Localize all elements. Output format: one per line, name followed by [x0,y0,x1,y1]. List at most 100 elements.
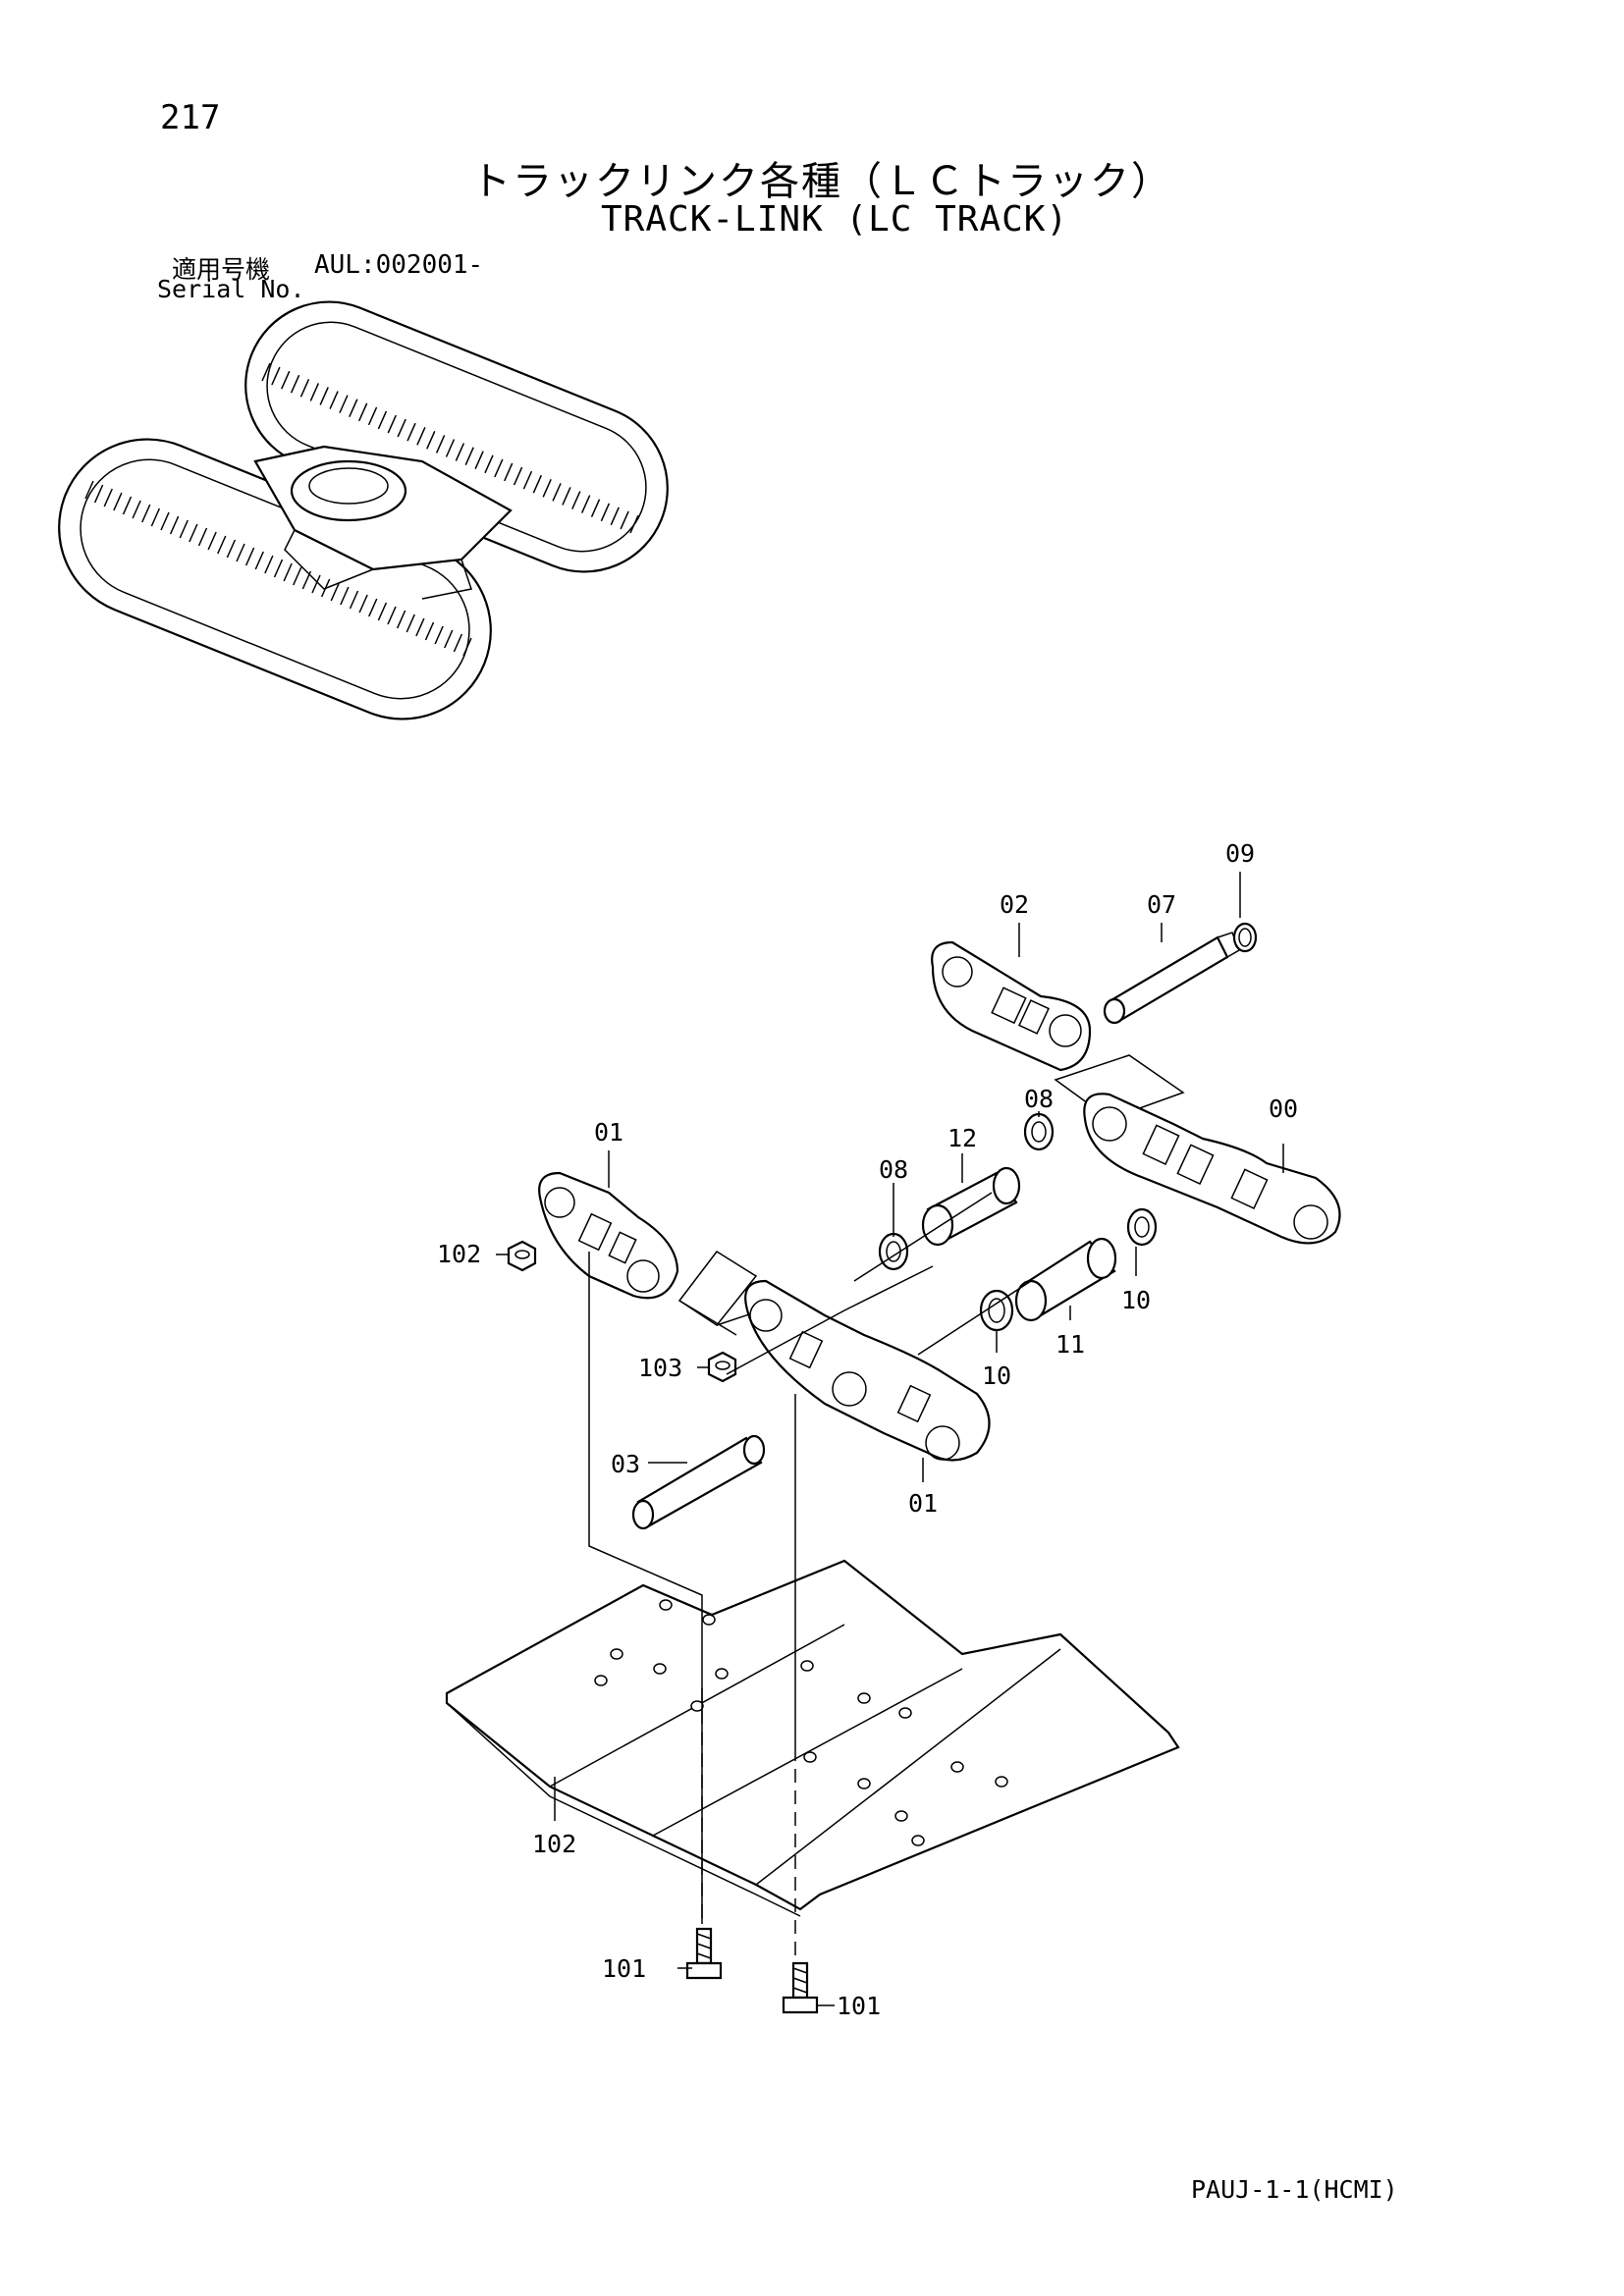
tread-line [357,402,368,422]
tread-line [93,484,104,504]
tread-line [455,443,465,461]
tread-line [397,418,406,438]
tread-line [264,555,274,574]
callout-103: 102 [532,1830,576,1858]
tread-line [160,511,170,531]
tread-line [387,414,397,434]
serial-label-japanese: 適用号機 [172,255,271,284]
bolt-hole [857,1778,871,1789]
bolt-hole [659,1599,673,1611]
tread-line [319,387,329,405]
callout-10-left: 10 [982,1362,1011,1390]
tread-line [562,487,571,506]
tread-line [580,495,591,513]
bolt-hole [995,1776,1008,1788]
tread-line [522,470,533,490]
tread-line [415,617,425,637]
title-japanese: トラックリンク各種（ＬＣトラック） [471,159,1172,204]
tread-line [416,426,426,446]
tread-line [396,610,406,629]
callout-01-upper: 01 [594,1118,623,1147]
callout-08-upper: 08 [1024,1085,1054,1113]
callout-02: 02 [1000,890,1029,919]
bolt-hole [594,1675,608,1686]
bolt-hole [702,1614,716,1626]
callout-11: 11 [1056,1330,1085,1359]
tread-line [474,451,484,470]
tread-line [358,594,368,614]
tread-line [387,606,397,625]
tread-line [406,422,416,442]
callout-102-left: 102 [437,1240,481,1268]
part-08-seal-upper [1023,1112,1055,1151]
tread-line [283,562,293,582]
tread-line [532,474,543,494]
tread-line [484,454,494,474]
tread-line [293,566,302,586]
tread-line [464,447,474,465]
tread-line [434,625,444,645]
tread-line [513,466,523,486]
tread-line [281,370,291,390]
tread-line [179,519,189,539]
tread-line [444,629,454,649]
tread-line [620,510,629,530]
part-102-nut-left [507,1240,537,1272]
tread-line [406,614,415,633]
page-number: 217 [160,98,221,137]
tread-line [552,483,562,502]
title-english: TRACK-LINK (LC TRACK) [601,199,1069,240]
tread-line [290,374,300,394]
bolt-hole [894,1810,908,1822]
tread-line [330,582,340,602]
tread-line [309,383,320,401]
tread-line [349,590,359,610]
callout-labels: 02 07 09 08 12 08 00 01 102 103 03 01 10… [437,839,1298,2020]
callout-10-right: 10 [1121,1286,1151,1314]
tread-line [217,535,227,555]
tread-line [629,514,639,534]
tread-line [299,379,310,398]
tread-line [254,551,264,570]
part-101-bolt-right [782,1961,819,2014]
bolt-hole [653,1663,667,1675]
callout-03: 03 [611,1450,640,1478]
bolt-hole [690,1700,704,1712]
tread-line [368,598,378,617]
tread-line [571,491,581,509]
tread-line [349,399,358,418]
serial-label-english: Serial No. [157,275,305,303]
tread-line [150,507,161,527]
callout-07: 07 [1147,890,1176,919]
tread-line [236,543,245,562]
part-08-seal-lower [878,1232,909,1271]
tread-line [141,504,151,523]
bolt-hole [857,1692,871,1704]
tread-line [113,492,123,511]
tread-line [103,488,113,507]
tread-line [426,431,436,450]
tread-line [462,637,472,657]
tread-line [377,602,388,621]
bolt-hole [950,1761,964,1773]
tread-line [542,478,552,498]
bolt-hole [610,1648,623,1660]
part-12-bushing [921,1166,1021,1247]
bolt-hole [803,1751,817,1763]
callout-01-lower: 01 [908,1489,938,1518]
callout-12: 12 [947,1124,977,1152]
bolt-hole [715,1668,729,1680]
bolt-hole [800,1660,814,1672]
undercarriage-illustration [58,300,669,721]
footer-code: PAUJ-1-1(HCMI) [1191,2175,1398,2204]
part-102-nut-center [707,1351,737,1383]
callout-08-lower: 08 [879,1155,908,1184]
tread-line [377,410,388,430]
tread-line [424,621,435,641]
tread-line [504,462,514,482]
callout-101-right: 101 [837,1992,881,2020]
tread-line [122,496,133,515]
tread-line [590,499,601,517]
tread-line [339,395,349,413]
